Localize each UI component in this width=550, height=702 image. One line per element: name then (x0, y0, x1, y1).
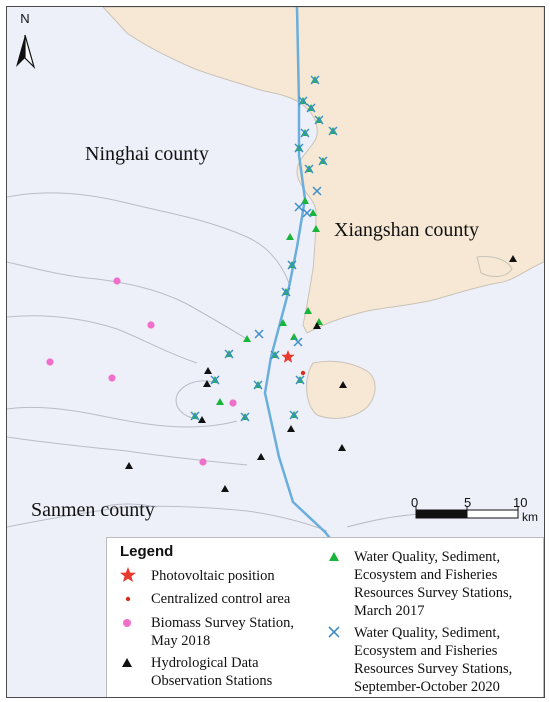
wq-2020-station-3 (314, 115, 324, 125)
wq-2020-station-23 (289, 410, 299, 420)
hydro-station-9 (125, 462, 133, 469)
wq-2020-station-14 (254, 329, 264, 339)
legend-label-control-area: Centralized control area (151, 591, 291, 607)
red-dot-icon (125, 596, 131, 602)
hydro-station-1 (313, 322, 321, 329)
photovoltaic-position-star (281, 350, 295, 363)
wq-2020-station-20 (295, 375, 305, 385)
scale-label-5: 5 (464, 495, 472, 510)
place-ninghai-county: Ninghai county (85, 143, 209, 165)
hydro-station-0 (509, 255, 517, 262)
north-arrow-icon: N (16, 11, 36, 70)
wq-2020-station-8 (304, 164, 314, 174)
map-frame: N Ninghai county Xiangshan county Sanmen… (6, 6, 545, 698)
place-xiangshan-county: Xiangshan county (334, 219, 479, 241)
wq-2020-station-16 (270, 350, 280, 360)
legend-label-wq-2017: Water Quality, Sediment, Ecosystem and F… (354, 549, 513, 619)
biomass-station-3 (108, 374, 116, 382)
hydro-station-7 (338, 444, 346, 451)
wq-2017-station-10 (309, 209, 317, 216)
hydro-station-4 (339, 381, 347, 388)
wq-2020-station-18 (253, 380, 263, 390)
biomass-station-2 (46, 358, 54, 366)
scale-bar (415, 506, 519, 519)
wq-2020-station-5 (328, 126, 338, 136)
land-xiangshan (102, 7, 544, 334)
wq-2017-station-20 (243, 335, 251, 342)
green-triangle-icon (329, 552, 339, 561)
wq-2020-station-13 (281, 287, 291, 297)
hydro-station-3 (203, 380, 211, 387)
legend-label-photovoltaic: Photovoltaic position (151, 568, 275, 584)
hydro-station-6 (287, 425, 295, 432)
scale-label-10: 10 (513, 495, 528, 510)
wq-2020-station-4 (300, 128, 310, 138)
wq-2017-station-16 (304, 307, 312, 314)
hydro-station-8 (257, 453, 265, 460)
wq-2020-station-15 (224, 349, 234, 359)
scale-unit: km (522, 510, 538, 524)
wq-2020-station-11 (302, 208, 312, 218)
map-canvas: N (7, 7, 544, 568)
legend-label-hydrological: Hydrological Data Observation Stations (151, 655, 273, 689)
wq-2020-station-22 (240, 412, 250, 422)
hydro-station-5 (198, 416, 206, 423)
blue-cross-icon (328, 626, 340, 638)
control-area-point (300, 370, 306, 376)
pink-dot-icon (123, 619, 131, 627)
wq-2017-station-12 (312, 225, 320, 232)
wq-2020-station-10 (294, 202, 304, 212)
wq-2017-station-15 (279, 319, 287, 326)
wq-2017-station-17 (290, 333, 298, 340)
wq-2020-station-19 (210, 375, 220, 385)
land-island-east (306, 360, 376, 419)
wq-2017-station-9 (301, 197, 309, 204)
survey-station-markers (46, 75, 517, 492)
black-triangle-icon (122, 658, 132, 667)
wq-2020-station-6 (294, 143, 304, 153)
wq-2017-station-11 (286, 233, 294, 240)
hydro-station-10 (221, 485, 229, 492)
wq-2020-station-12 (287, 260, 297, 270)
wq-2020-station-1 (298, 96, 308, 106)
wq-2020-station-9 (312, 186, 322, 196)
legend-label-wq-2020: Water Quality, Sediment, Ecosystem and F… (354, 625, 513, 695)
wq-2020-station-7 (318, 156, 328, 166)
wq-2020-station-2 (306, 103, 316, 113)
land-island-small (476, 256, 513, 277)
star-icon (120, 567, 136, 582)
wq-2017-station-28 (216, 398, 224, 405)
biomass-station-0 (113, 277, 121, 285)
map-legend: Legend Photovoltaic position Centralized… (106, 537, 544, 697)
wq-2020-station-21 (190, 411, 200, 421)
biomass-station-5 (199, 458, 207, 466)
legend-title: Legend (120, 543, 174, 560)
legend-label-biomass: Biomass Survey Station, May 2018 (151, 615, 294, 649)
biomass-station-4 (229, 399, 237, 407)
wq-2020-station-17 (293, 337, 303, 347)
wq-2020-station-0 (310, 75, 320, 85)
scale-label-0: 0 (411, 495, 419, 510)
hydro-station-2 (204, 367, 212, 374)
place-sanmen-county: Sanmen county (31, 499, 155, 521)
north-label: N (20, 11, 29, 26)
biomass-station-1 (147, 321, 155, 329)
